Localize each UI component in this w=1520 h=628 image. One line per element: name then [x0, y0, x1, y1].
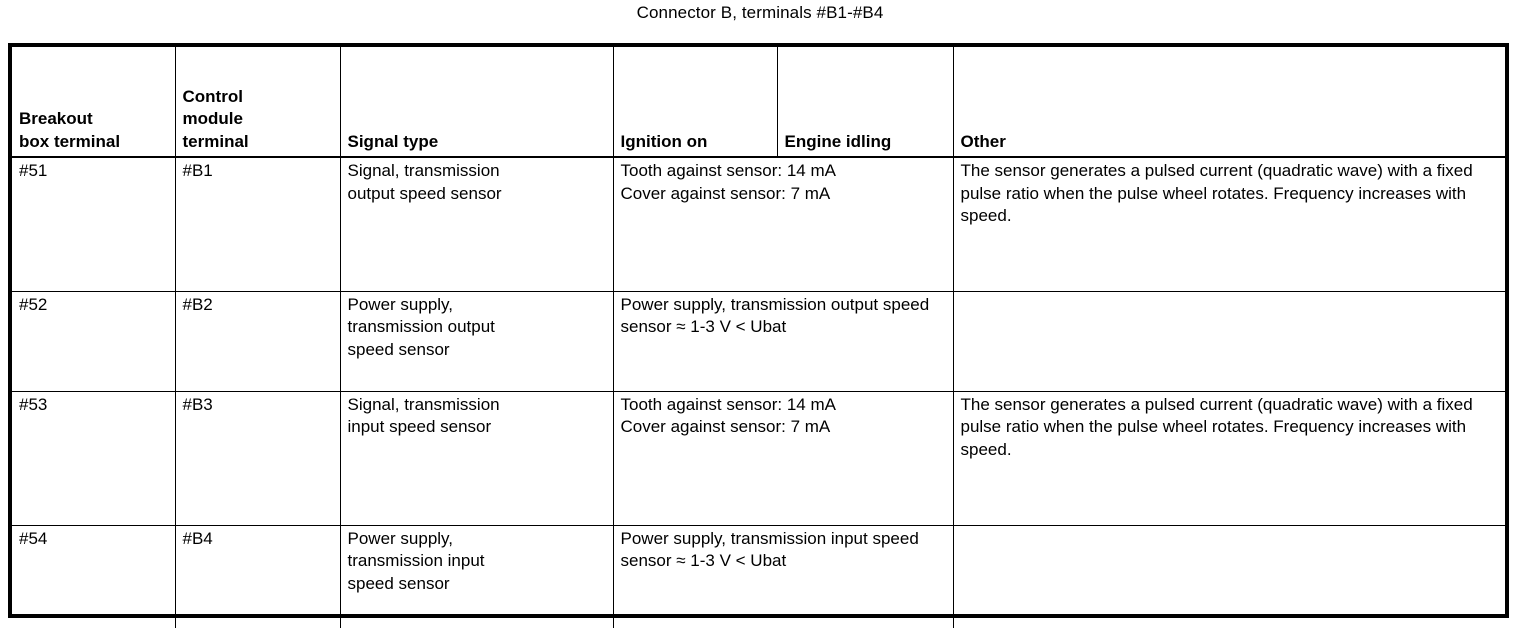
cell-breakout-box-terminal: #54	[12, 524, 176, 628]
cell-control-module-terminal: #B2	[174, 290, 341, 392]
column-header-other: Other	[952, 47, 1505, 158]
column-header-signal-type: Signal type	[339, 47, 614, 158]
cell-measurement: Tooth against sensor: 14 mA Cover agains…	[612, 390, 954, 526]
column-header-breakout-box-terminal: Breakout box terminal	[12, 47, 176, 158]
column-header-engine-idling: Engine idling	[776, 47, 954, 158]
cell-breakout-box-terminal: #52	[12, 290, 176, 392]
cell-other: The sensor generates a pulsed current (q…	[952, 156, 1505, 292]
cell-signal-type: Signal, transmission input speed sensor	[339, 390, 614, 526]
cell-control-module-terminal: #B1	[174, 156, 341, 292]
table-row: #54 #B4 Power supply, transmission input…	[12, 524, 1505, 628]
cell-signal-type: Signal, transmission output speed sensor	[339, 156, 614, 292]
table-caption: Connector B, terminals #B1-#B4	[636, 3, 884, 22]
cell-signal-type: Power supply, transmission input speed s…	[339, 524, 614, 628]
cell-control-module-terminal: #B4	[174, 524, 341, 628]
cell-control-module-terminal: #B3	[174, 390, 341, 526]
cell-other	[952, 290, 1505, 392]
header-row: Breakout box terminal Control module ter…	[12, 47, 1505, 158]
table-body: #51 #B1 Signal, transmission output spee…	[12, 156, 1505, 628]
cell-signal-type: Power supply, transmission output speed …	[339, 290, 614, 392]
column-header-control-module-terminal: Control module terminal	[174, 47, 341, 158]
cell-other: The sensor generates a pulsed current (q…	[952, 390, 1505, 526]
table-row: #52 #B2 Power supply, transmission outpu…	[12, 290, 1505, 392]
cell-breakout-box-terminal: #51	[12, 156, 176, 292]
column-header-ignition-on: Ignition on	[612, 47, 778, 158]
table-header: Breakout box terminal Control module ter…	[12, 47, 1505, 158]
cell-other	[952, 524, 1505, 628]
spec-table-frame: Breakout box terminal Control module ter…	[8, 43, 1509, 628]
cell-measurement: Tooth against sensor: 14 mA Cover agains…	[612, 156, 954, 292]
cell-measurement: Power supply, transmission output speed …	[612, 290, 954, 392]
cell-measurement: Power supply, transmission input speed s…	[612, 524, 954, 628]
connector-b-terminal-table: Breakout box terminal Control module ter…	[12, 47, 1505, 628]
table-row: #51 #B1 Signal, transmission output spee…	[12, 156, 1505, 292]
cell-breakout-box-terminal: #53	[12, 390, 176, 526]
table-row: #53 #B3 Signal, transmission input speed…	[12, 390, 1505, 526]
